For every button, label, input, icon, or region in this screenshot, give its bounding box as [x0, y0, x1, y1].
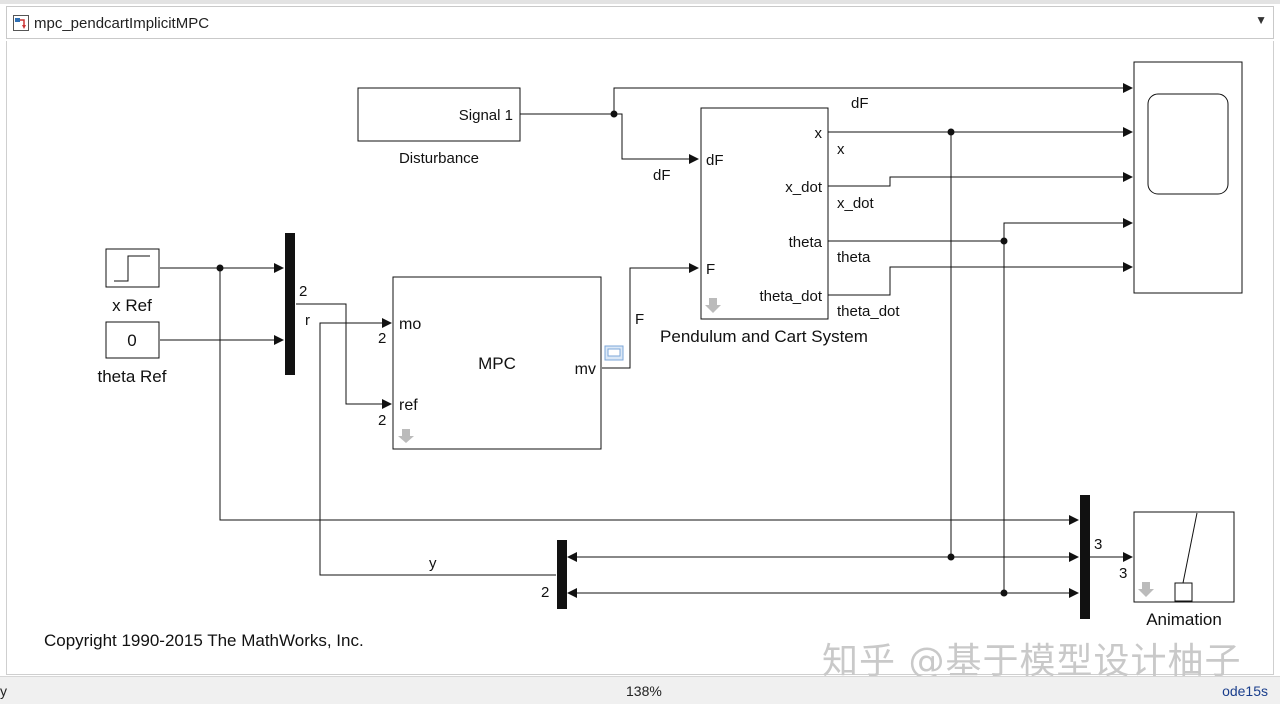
plant-block[interactable]: dF F x x_dot theta theta_dot Pendulum an… [660, 107, 868, 346]
theta-ref-value: 0 [127, 331, 136, 350]
mpc-block[interactable]: mo ref mv MPC 2 2 [378, 276, 602, 450]
copyright-text: Copyright 1990-2015 The MathWorks, Inc. [44, 631, 364, 650]
mpc-port-mv: mv [575, 361, 596, 378]
plant-port-dF: dF [706, 152, 724, 169]
mpc-mo-dim: 2 [378, 330, 386, 347]
down-arrow-icon [398, 429, 414, 443]
mpc-port-ref: ref [399, 397, 418, 414]
down-arrow-icon [1138, 582, 1154, 597]
scope-screen-icon [1147, 93, 1229, 195]
signal-label-r: r [305, 312, 310, 329]
watermark-text: 知乎 @基于模型设计柚子 [822, 641, 1242, 682]
signal-line-y [319, 318, 556, 576]
mpc-name: MPC [478, 354, 516, 373]
status-left-text: y [0, 683, 7, 699]
simulink-model-icon [13, 15, 29, 31]
branch-point [216, 264, 224, 272]
plant-port-x: x [815, 125, 823, 142]
animation-block[interactable]: 3 Animation [1119, 511, 1235, 629]
signal-label-theta: theta [837, 249, 871, 266]
block-diagram: Signal 1 Disturbance x Ref 0 theta Ref 2… [98, 61, 1243, 629]
mux-ref-dim: 2 [299, 283, 307, 300]
animation-name: Animation [1146, 610, 1222, 629]
signal-label-dF-scope: dF [851, 95, 869, 112]
zoom-level[interactable]: 138% [626, 683, 662, 699]
mux-anim-dim: 3 [1094, 536, 1102, 553]
disturbance-port-label: Signal 1 [459, 107, 513, 124]
mux-y-block[interactable]: 2 [541, 540, 567, 609]
mux-ref-block[interactable]: 2 r [285, 233, 310, 375]
branch-point [610, 110, 618, 118]
mpc-ref-dim: 2 [378, 412, 386, 429]
mux-anim-block[interactable]: 3 [1080, 495, 1102, 619]
branch-point [1000, 237, 1008, 245]
signal-line-x-branch [950, 132, 1079, 562]
signal-line-xdot [828, 172, 1133, 187]
mpc-port-mo: mo [399, 316, 421, 333]
mv-port-icon [604, 345, 624, 361]
plant-port-theta-dot: theta_dot [759, 288, 822, 305]
diagram-canvas[interactable] [6, 41, 1274, 675]
disturbance-name: Disturbance [399, 150, 479, 167]
signal-label-y: y [429, 555, 437, 572]
pendulum-icon [1182, 512, 1198, 584]
plant-port-x-dot: x_dot [785, 179, 823, 196]
signal-line-r [296, 303, 392, 409]
plant-name: Pendulum and Cart System [660, 327, 868, 346]
signal-line-thetadot [828, 262, 1133, 296]
signal-label-x: x [837, 141, 845, 158]
theta-ref-name: theta Ref [98, 367, 167, 386]
mux-y-dim: 2 [541, 584, 549, 601]
plant-port-theta: theta [789, 234, 823, 251]
branch-point [1000, 589, 1008, 597]
window-top-strip [0, 0, 1280, 4]
signal-label-theta-dot: theta_dot [837, 303, 900, 320]
branch-point [947, 128, 955, 136]
down-arrow-icon [705, 298, 721, 313]
signal-label-F: F [635, 311, 644, 328]
disturbance-block[interactable]: Signal 1 Disturbance [357, 87, 521, 167]
signal-line-xref-branch [219, 268, 1079, 525]
signal-line-theta [828, 218, 1133, 242]
scope-block[interactable] [1133, 61, 1243, 294]
animation-dim: 3 [1119, 565, 1127, 582]
signal-line-F [602, 263, 699, 369]
x-ref-step-block[interactable]: x Ref [105, 248, 160, 315]
signal-label-dF-plant: dF [653, 167, 671, 184]
theta-ref-constant-block[interactable]: 0 theta Ref [98, 321, 167, 386]
signal-line-theta-branch [1003, 241, 1079, 598]
branch-point [947, 553, 955, 561]
status-bar: y 138% ode15s [0, 676, 1280, 704]
step-icon [114, 255, 150, 282]
solver-link[interactable]: ode15s [1222, 683, 1268, 699]
model-title: mpc_pendcartImplicitMPC [34, 15, 210, 32]
plant-port-F: F [706, 261, 715, 278]
x-ref-name: x Ref [112, 296, 152, 315]
signal-line-dF-plant [614, 113, 699, 164]
chevron-down-icon[interactable]: ▼ [1255, 13, 1267, 27]
cart-icon [1174, 582, 1193, 602]
signal-line-dF-scope [613, 83, 1133, 114]
model-title-bar[interactable]: mpc_pendcartImplicitMPC ▼ [6, 6, 1274, 39]
signal-label-x-dot: x_dot [837, 195, 875, 212]
